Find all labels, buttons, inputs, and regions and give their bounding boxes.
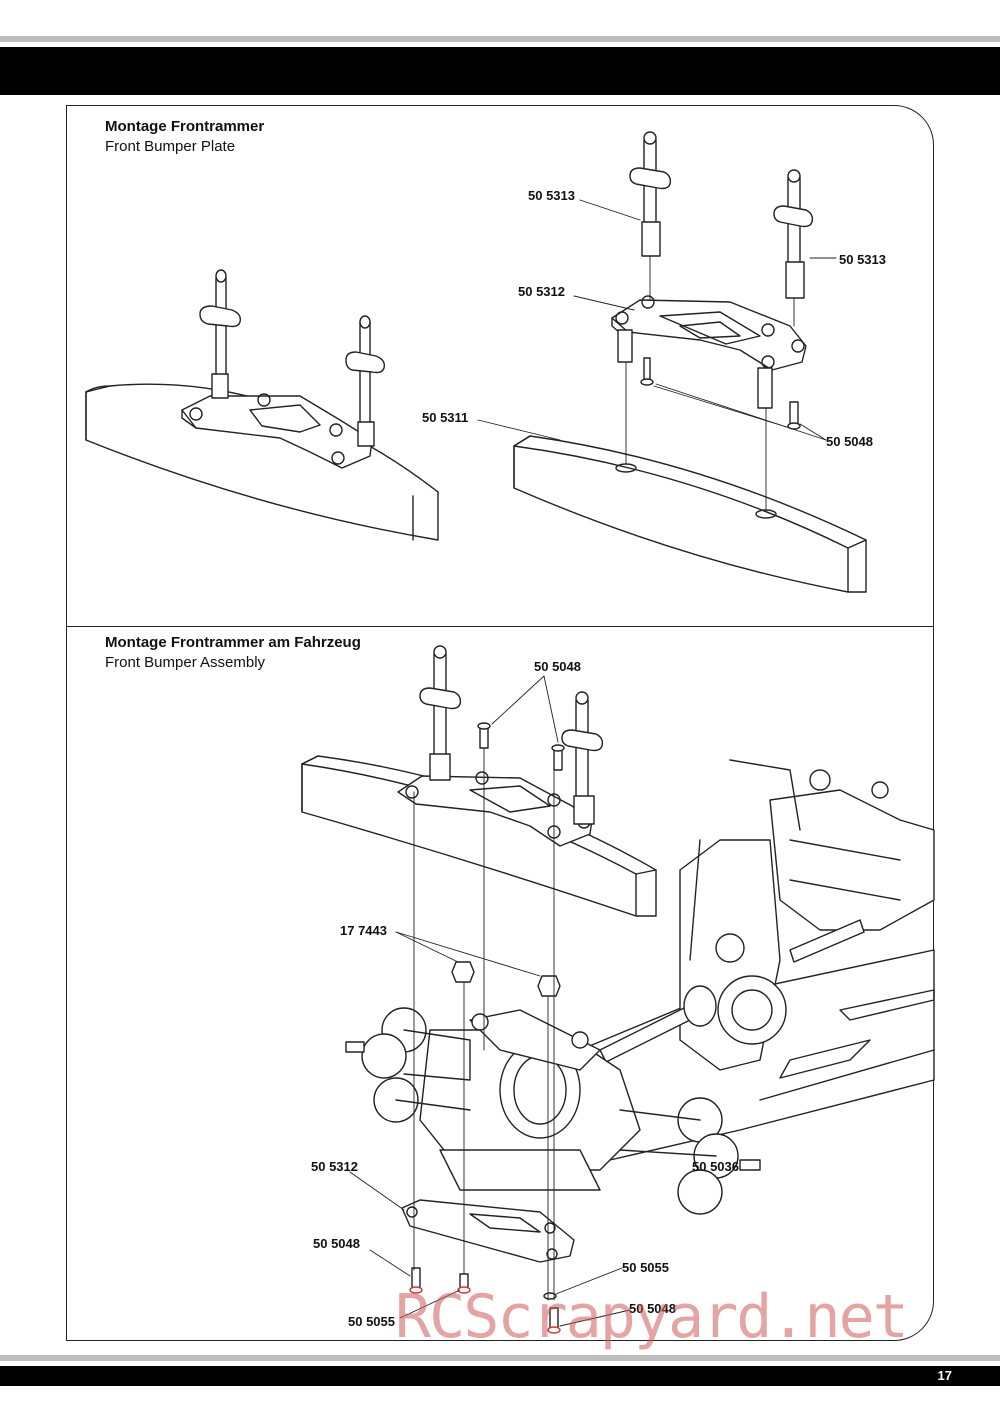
section-divider [66, 626, 934, 627]
part-label-50-5048-left: 50 5048 [313, 1236, 360, 1251]
section1-title-de: Montage Frontrammer [105, 118, 265, 135]
page-number: 17 [937, 1368, 952, 1383]
part-label-50-5055-left: 50 5055 [348, 1314, 395, 1329]
part-label-50-5048-top: 50 5048 [534, 659, 581, 674]
section2-title-en: Front Bumper Assembly [105, 654, 266, 671]
part-label-50-5312: 50 5312 [518, 284, 565, 299]
part-label-50-5048: 50 5048 [826, 434, 873, 449]
footer-rule [0, 1355, 1000, 1361]
watermark: RCScrapyard.net [395, 1282, 909, 1352]
part-label-50-5313-b: 50 5313 [839, 252, 886, 267]
vehicle-assembly-drawing [301, 645, 935, 1334]
part-label-50-5313-a: 50 5313 [528, 188, 575, 203]
exploded-bumper-drawing [477, 131, 867, 593]
assembled-bumper-drawing [85, 269, 439, 541]
section1-title: Montage Frontrammer Front Bumper Plate [105, 117, 264, 157]
header-bar [0, 47, 1000, 95]
part-label-17-7443: 17 7443 [340, 923, 387, 938]
page-frame [66, 105, 934, 1341]
part-label-50-5055-right: 50 5055 [622, 1260, 669, 1275]
section2-title-de: Montage Frontrammer am Fahrzeug [105, 634, 361, 651]
part-label-50-5312-vehicle: 50 5312 [311, 1159, 358, 1174]
section2-title: Montage Frontrammer am Fahrzeug Front Bu… [105, 633, 361, 673]
part-label-50-5048-bottom: 50 5048 [629, 1301, 676, 1316]
part-label-50-5036: 50 5036 [692, 1159, 739, 1174]
footer-bar [0, 1366, 1000, 1386]
header-rule [0, 36, 1000, 42]
part-label-50-5311: 50 5311 [422, 410, 469, 425]
section1-title-en: Front Bumper Plate [105, 138, 236, 155]
